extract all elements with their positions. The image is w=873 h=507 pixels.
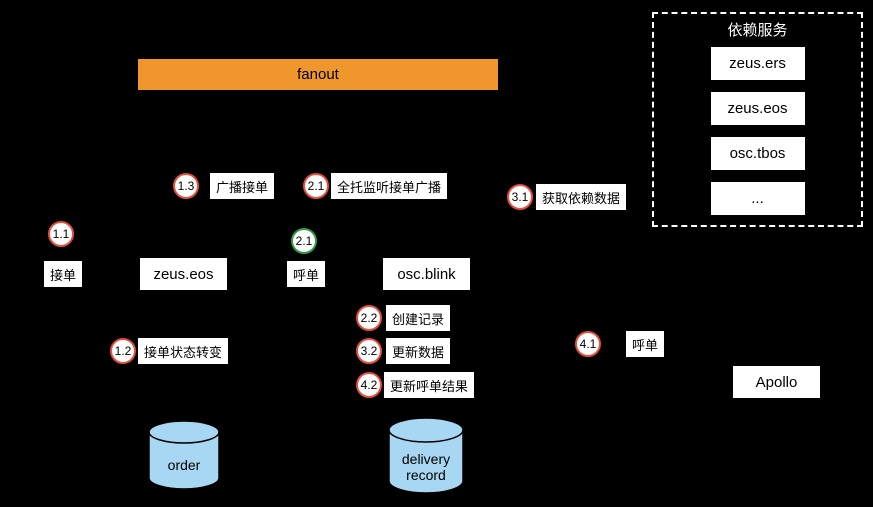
step-badge-1-3: 1.3 bbox=[173, 173, 199, 199]
step-badge-1-1: 1.1 bbox=[48, 221, 74, 247]
service-box-zeus-ers: zeus.ers bbox=[710, 47, 805, 80]
dependency-services-panel: 依赖服务 zeus.ers zeus.eos osc.tbos ... bbox=[652, 12, 863, 227]
step-label-2-1-green: 呼单 bbox=[287, 261, 326, 287]
database-delivery-record: delivery record bbox=[388, 417, 464, 494]
step-label-1-1: 接单 bbox=[44, 261, 83, 287]
step-badge-1-2: 1.2 bbox=[110, 338, 136, 364]
database-label-delivery-record: delivery record bbox=[401, 450, 451, 484]
step-badge-4-1: 4.1 bbox=[575, 331, 601, 357]
step-badge-3-2: 3.2 bbox=[356, 338, 382, 364]
step-number: 1.3 bbox=[177, 179, 195, 193]
node-zeus-eos: zeus.eos bbox=[140, 258, 227, 290]
step-number: 1.1 bbox=[52, 227, 70, 241]
step-label-1-2: 接单状态转变 bbox=[138, 338, 229, 364]
step-number: 4.1 bbox=[579, 337, 597, 351]
database-cylinder-icon bbox=[148, 420, 220, 490]
step-label-2-2: 创建记录 bbox=[386, 305, 451, 331]
service-box-osc-tbos: osc.tbos bbox=[710, 137, 805, 170]
dependency-panel-title: 依赖服务 bbox=[727, 22, 788, 39]
step-label-3-2: 更新数据 bbox=[386, 338, 451, 364]
step-label-3-1: 获取依赖数据 bbox=[536, 184, 627, 210]
database-cylinder-icon bbox=[388, 417, 464, 494]
node-apollo: Apollo bbox=[733, 366, 820, 398]
step-number: 2.1 bbox=[307, 179, 325, 193]
step-number: 2.1 bbox=[295, 234, 313, 248]
step-badge-2-2: 2.2 bbox=[356, 305, 382, 331]
step-number: 3.1 bbox=[511, 190, 529, 204]
step-number: 2.2 bbox=[360, 311, 378, 325]
step-label-2-1-top: 全托监听接单广播 bbox=[331, 173, 448, 199]
step-number: 4.2 bbox=[360, 378, 378, 392]
fanout-node: fanout bbox=[138, 59, 498, 90]
step-label-4-2: 更新呼单结果 bbox=[384, 372, 475, 398]
service-box-zeus-eos: zeus.eos bbox=[710, 92, 805, 125]
step-badge-3-1: 3.1 bbox=[507, 184, 533, 210]
step-badge-2-1-top: 2.1 bbox=[303, 173, 329, 199]
step-label-4-1: 呼单 bbox=[626, 331, 665, 357]
service-box-ellipsis: ... bbox=[710, 182, 805, 215]
database-order: order bbox=[148, 420, 220, 490]
step-number: 3.2 bbox=[360, 344, 378, 358]
node-osc-blink: osc.blink bbox=[383, 258, 470, 290]
step-label-1-3: 广播接单 bbox=[210, 173, 275, 199]
step-number: 1.2 bbox=[114, 344, 132, 358]
step-badge-4-2: 4.2 bbox=[356, 372, 382, 398]
database-label-order: order bbox=[167, 457, 201, 474]
step-badge-2-1-green: 2.1 bbox=[291, 228, 317, 254]
